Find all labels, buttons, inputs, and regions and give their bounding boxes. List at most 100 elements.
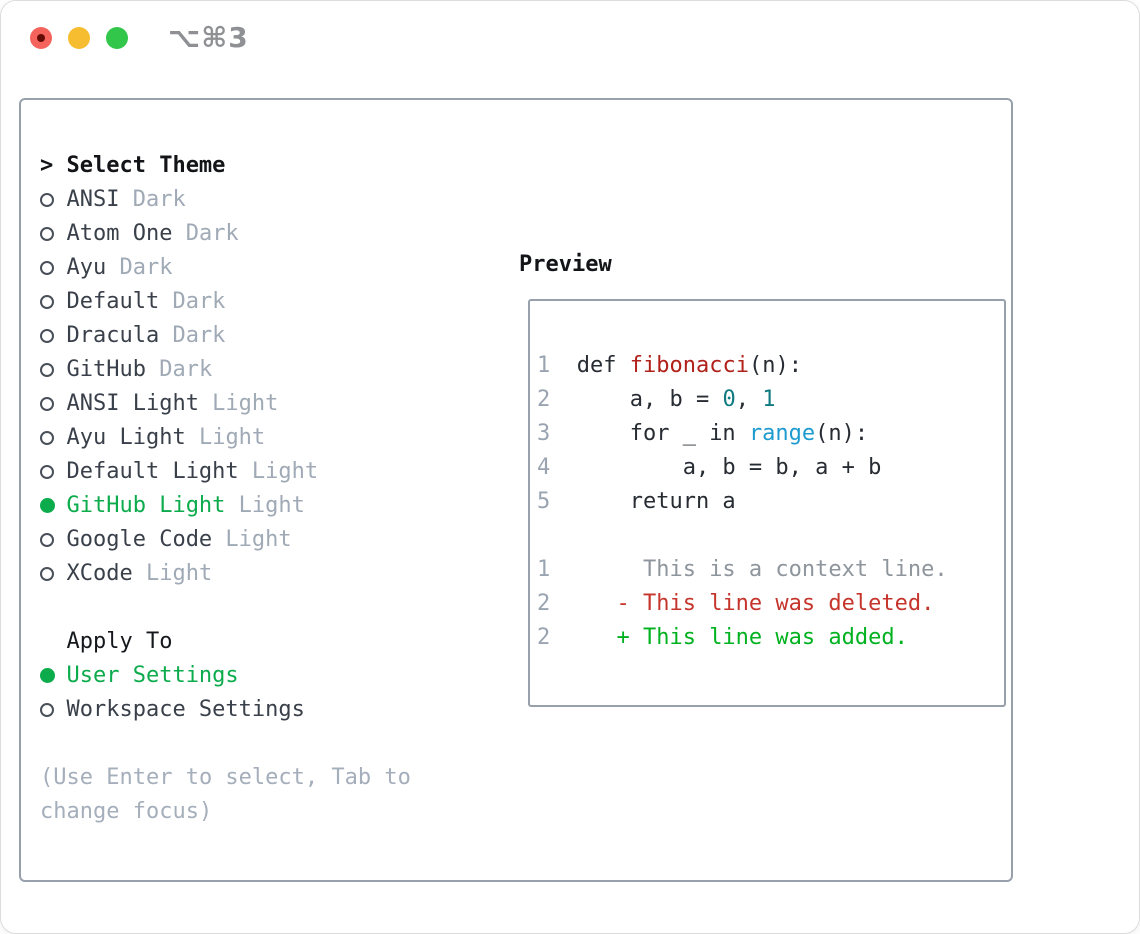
code-token: def <box>550 353 630 378</box>
line-number: 1 <box>537 557 551 582</box>
theme-variant-tag: Dark <box>145 357 213 382</box>
line-number: 2 <box>537 625 551 650</box>
code-line: 2 a, b = 0, 1 <box>537 383 948 417</box>
theme-option-xcode[interactable]: XCode Light <box>40 557 490 591</box>
code-line <box>537 519 948 553</box>
apply-to-heading: Apply To <box>40 625 490 659</box>
hint-line: (Use Enter to select, Tab to <box>40 765 411 790</box>
line-number: 2 <box>537 387 551 412</box>
apply-to-label: Apply To <box>66 629 173 654</box>
theme-option-github[interactable]: GitHub Dark <box>40 353 490 387</box>
code-line: 2 - This line was deleted. <box>537 587 948 621</box>
theme-variant-tag: Dark <box>106 255 173 280</box>
line-number: 5 <box>537 489 551 514</box>
apply-option-name: User Settings <box>66 663 239 688</box>
theme-option-default-light[interactable]: Default Light Light <box>40 455 490 489</box>
code-line: 3 for _ in range(n): <box>537 417 948 451</box>
theme-name: Atom One <box>66 221 173 246</box>
line-number: 2 <box>537 591 551 616</box>
theme-variant-tag: Dark <box>119 187 186 212</box>
select-theme-label: Select Theme <box>66 153 226 178</box>
code-token: 1 <box>762 387 776 412</box>
code-token: a, b = b, a + b <box>550 455 882 480</box>
theme-variant-tag: Dark <box>159 323 226 348</box>
theme-variant-tag: Dark <box>159 289 226 314</box>
theme-name: Dracula <box>66 323 160 348</box>
code-token: + This line was added. <box>550 625 908 650</box>
theme-name: GitHub Light <box>66 493 226 518</box>
code-token: for _ in <box>550 421 749 446</box>
theme-option-atom-one[interactable]: Atom One Dark <box>40 217 490 251</box>
code-token: a, b = <box>550 387 723 412</box>
code-line: 2 + This line was added. <box>537 621 948 655</box>
theme-name: Google Code <box>66 527 213 552</box>
apply-option-workspace-settings[interactable]: Workspace Settings <box>40 693 490 727</box>
radio-icon <box>40 319 66 353</box>
code-token: fibonacci <box>629 353 749 378</box>
theme-option-default[interactable]: Default Dark <box>40 285 490 319</box>
radio-icon <box>40 421 66 455</box>
hint-text: change focus) <box>40 795 490 829</box>
theme-option-google-code[interactable]: Google Code Light <box>40 523 490 557</box>
radio-icon <box>40 353 66 387</box>
zoom-button[interactable] <box>106 27 128 49</box>
code-token: (n): <box>815 421 869 446</box>
line-number: 1 <box>537 353 551 378</box>
code-token: range <box>748 421 816 446</box>
preview-heading: Preview <box>519 252 612 277</box>
radio-icon <box>40 523 66 557</box>
radio-icon <box>40 285 66 319</box>
theme-variant-tag: Light <box>132 561 213 586</box>
theme-option-ayu[interactable]: Ayu Dark <box>40 251 490 285</box>
spacer <box>40 727 490 761</box>
hint-line: change focus) <box>40 799 213 824</box>
radio-icon <box>40 251 66 285</box>
spacer <box>40 591 490 625</box>
line-number: 3 <box>537 421 551 446</box>
theme-name: ANSI Light <box>66 391 199 416</box>
theme-variant-tag: Light <box>198 391 279 416</box>
radio-icon <box>40 557 66 591</box>
code-token: , <box>735 387 763 412</box>
minimize-button[interactable] <box>68 27 90 49</box>
radio-icon <box>40 455 66 489</box>
line-number: 4 <box>537 455 551 480</box>
theme-option-ansi[interactable]: ANSI Dark <box>40 183 490 217</box>
apply-option-user-settings[interactable]: User Settings <box>40 659 490 693</box>
prompt-arrow-icon: > <box>40 153 54 178</box>
code-line: 1 def fibonacci(n): <box>537 349 948 383</box>
theme-option-dracula[interactable]: Dracula Dark <box>40 319 490 353</box>
theme-name: Ayu <box>66 255 107 280</box>
theme-name: Default Light <box>66 459 239 484</box>
window-title: ⌥⌘3 <box>168 21 249 54</box>
code-token: return a <box>550 489 736 514</box>
theme-option-ansi-light[interactable]: ANSI Light Light <box>40 387 490 421</box>
code-token: - This line was deleted. <box>550 591 935 616</box>
code-token: (n): <box>748 353 802 378</box>
theme-option-github-light[interactable]: GitHub Light Light <box>40 489 490 523</box>
radio-selected-icon <box>40 659 66 693</box>
radio-icon <box>40 183 66 217</box>
theme-name: GitHub <box>66 357 146 382</box>
traffic-lights <box>30 27 128 49</box>
theme-variant-tag: Light <box>185 425 266 450</box>
code-line: 1 This is a context line. <box>537 553 948 587</box>
theme-variant-tag: Light <box>225 493 305 518</box>
close-button[interactable] <box>30 27 52 49</box>
theme-name: Default <box>66 289 160 314</box>
radio-icon <box>40 387 66 421</box>
theme-name: XCode <box>66 561 133 586</box>
theme-name: ANSI <box>66 187 120 212</box>
code-line: 4 a, b = b, a + b <box>537 451 948 485</box>
theme-option-ayu-light[interactable]: Ayu Light Light <box>40 421 490 455</box>
code-token: This is a context line. <box>550 557 948 582</box>
theme-variant-tag: Light <box>212 527 292 552</box>
theme-variant-tag: Light <box>238 459 319 484</box>
theme-name: Ayu Light <box>66 425 186 450</box>
code-line: 5 return a <box>537 485 948 519</box>
code-token: 0 <box>722 387 736 412</box>
